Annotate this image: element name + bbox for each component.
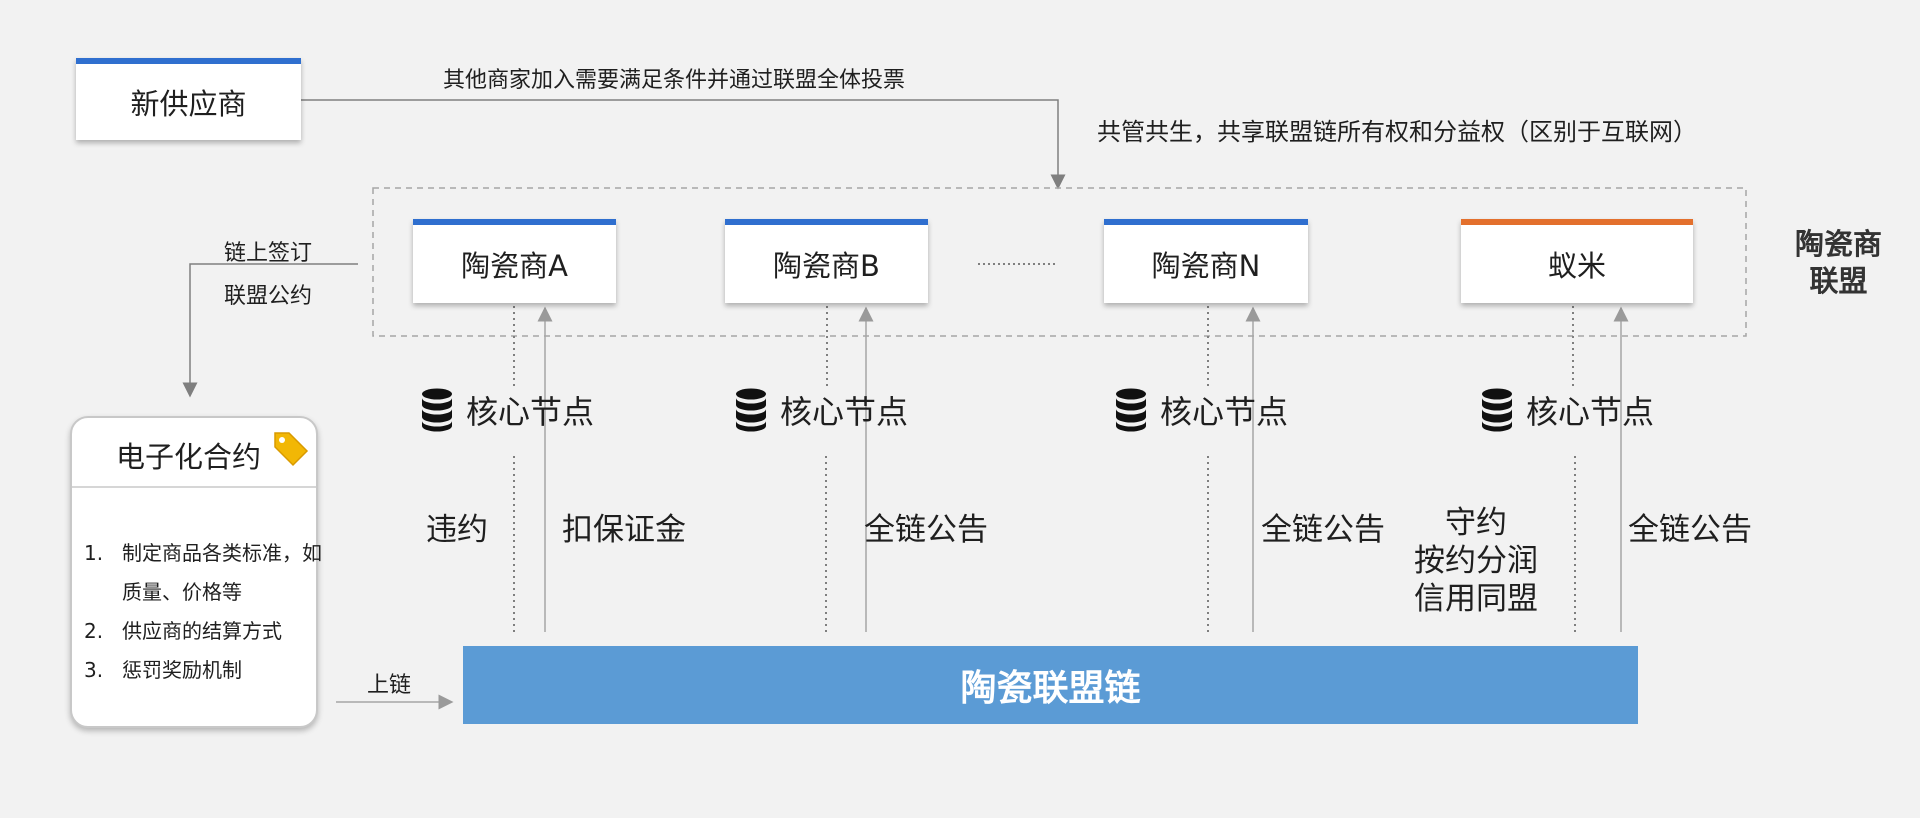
core-node-a: 核心节点 (420, 387, 594, 433)
alliance-chain-label: 陶瓷联盟链 (960, 668, 1141, 709)
core-node-label: 核心节点 (1526, 393, 1655, 431)
database-icon (736, 388, 766, 432)
list-item: 3. 惩罚奖励机制 (84, 658, 242, 682)
list-item: 2. 供应商的结算方式 (84, 619, 282, 643)
new-supplier-label: 新供应商 (130, 87, 247, 121)
list-item: 1. 制定商品各类标准，如质量、价格等 (84, 541, 322, 604)
edge-label-broadcast-b: 全链公告 (864, 512, 988, 548)
database-icon (422, 388, 452, 432)
core-node-label: 核心节点 (1160, 393, 1289, 431)
sign-contract-label: 链上签订 联盟公约 (224, 241, 313, 309)
edge-label-compliance: 守约 按约分润 信用同盟 (1414, 505, 1538, 617)
alliance-label: 陶瓷商 联盟 (1795, 227, 1883, 298)
e-contract-title: 电子化合约 (116, 440, 262, 474)
edge-label-broadcast-yimi: 全链公告 (1628, 512, 1752, 548)
tag-icon (274, 432, 309, 467)
merchant-n-box: 陶瓷商N (1104, 219, 1308, 303)
e-contract-card: 电子化合约 1. 制定商品各类标准，如质量、价格等 2. 供应商的结算方式 3.… (70, 416, 322, 728)
join-condition-text: 其他商家加入需要满足条件并通过联盟全体投票 (443, 68, 906, 93)
core-node-label: 核心节点 (466, 393, 595, 431)
core-node-b: 核心节点 (734, 387, 908, 433)
edge-label-deduct-deposit: 扣保证金 (562, 512, 686, 548)
edge-label-broadcast-n: 全链公告 (1261, 512, 1385, 548)
join-arrow (300, 99, 1066, 190)
merchant-a-box: 陶瓷商A (413, 219, 616, 303)
co-governance-text: 共管共生，共享联盟链所有权和分益权（区别于互联网） (1097, 118, 1697, 146)
alliance-boundary (372, 187, 1747, 337)
yimi-box: 蚁米 (1461, 219, 1693, 303)
new-supplier-box: 新供应商 (76, 58, 301, 140)
uplink-label: 上链 (367, 673, 412, 698)
core-node-n: 核心节点 (1114, 387, 1288, 433)
e-contract-divider (72, 486, 316, 488)
alliance-chain-bar: 陶瓷联盟链 (463, 646, 1638, 724)
edge-label-default: 违约 (426, 512, 488, 548)
e-contract-list: 1. 制定商品各类标准，如质量、价格等 2. 供应商的结算方式 3. 惩罚奖励机… (84, 534, 322, 690)
core-node-label: 核心节点 (780, 393, 909, 431)
sign-arrow (182, 263, 358, 398)
database-icon (1116, 388, 1146, 432)
core-node-yimi: 核心节点 (1480, 387, 1654, 433)
database-icon (1482, 388, 1512, 432)
merchant-b-box: 陶瓷商B (725, 219, 928, 303)
